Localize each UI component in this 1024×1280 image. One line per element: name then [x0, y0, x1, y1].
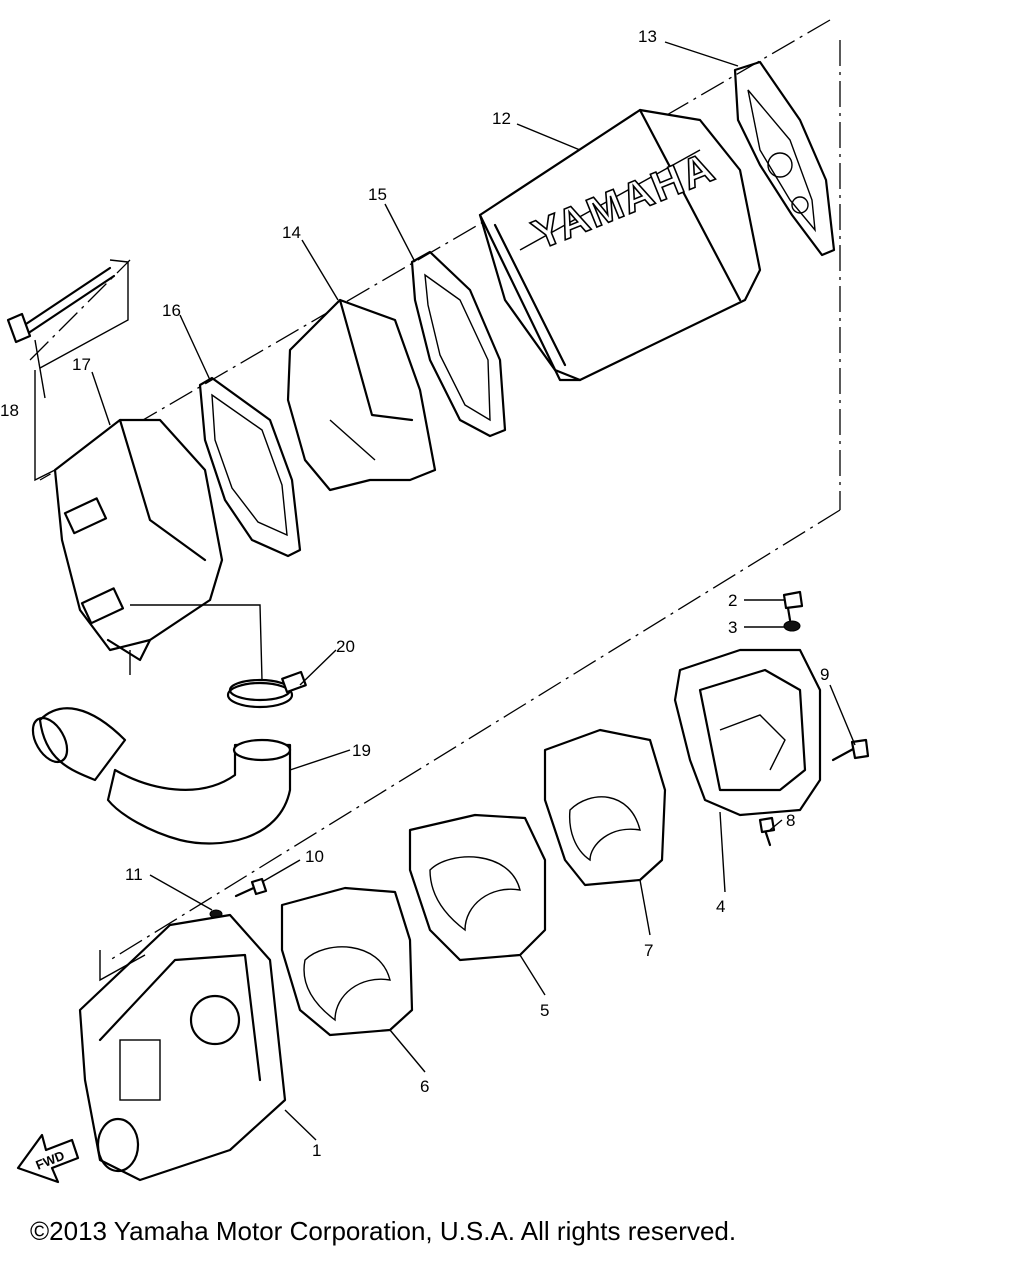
assembly-axes	[29, 19, 841, 961]
callout-6: 6	[420, 1077, 429, 1096]
part-20-clamp	[226, 670, 307, 709]
callout-19: 19	[352, 741, 371, 760]
callout-18: 18	[0, 401, 19, 420]
exploded-parts-diagram: YAMAHA	[0, 19, 870, 1184]
part-15-gasket	[410, 250, 507, 438]
callout-9: 9	[820, 665, 829, 684]
part-8-bolt	[758, 816, 776, 847]
part-17-outer-cover	[34, 370, 263, 681]
callout-8: 8	[786, 811, 795, 830]
callout-10: 10	[305, 847, 324, 866]
callout-17: 17	[72, 355, 91, 374]
callouts: 13 12 15 14 16 17 18 20 19 2 3 9 8 4 7 5…	[0, 27, 829, 1160]
part-14-inner-cover	[286, 298, 437, 492]
part-3-washer	[783, 620, 801, 632]
part-6-gasket	[280, 886, 414, 1037]
part-13-gasket	[733, 60, 836, 257]
callout-20: 20	[336, 637, 355, 656]
leader-lines	[34, 41, 856, 1141]
callout-14: 14	[282, 223, 301, 242]
callout-12: 12	[492, 109, 511, 128]
part-18-bolt	[6, 259, 129, 369]
fwd-arrow-icon: FWD	[16, 1133, 80, 1184]
callout-13: 13	[638, 27, 657, 46]
copyright-notice: ©2013 Yamaha Motor Corporation, U.S.A. A…	[30, 1216, 737, 1246]
part-16-gasket	[198, 376, 302, 558]
part-5-gasket	[408, 813, 547, 962]
part-9-bolt	[831, 738, 870, 762]
callout-11: 11	[125, 865, 143, 884]
part-7-gasket	[543, 728, 667, 887]
part-12-silencer-body: YAMAHA	[478, 108, 762, 382]
part-10-bolt	[234, 877, 268, 898]
callout-3: 3	[728, 618, 737, 637]
callout-7: 7	[644, 941, 653, 960]
part-19-hose	[31, 707, 292, 845]
callout-4: 4	[716, 897, 725, 916]
callout-5: 5	[540, 1001, 549, 1020]
part-4-housing	[673, 648, 822, 817]
callout-1: 1	[312, 1141, 321, 1160]
callout-16: 16	[162, 301, 181, 320]
callout-2: 2	[728, 591, 737, 610]
part-2-plug	[782, 590, 804, 622]
part-1-front-housing	[78, 913, 287, 1182]
callout-15: 15	[368, 185, 387, 204]
